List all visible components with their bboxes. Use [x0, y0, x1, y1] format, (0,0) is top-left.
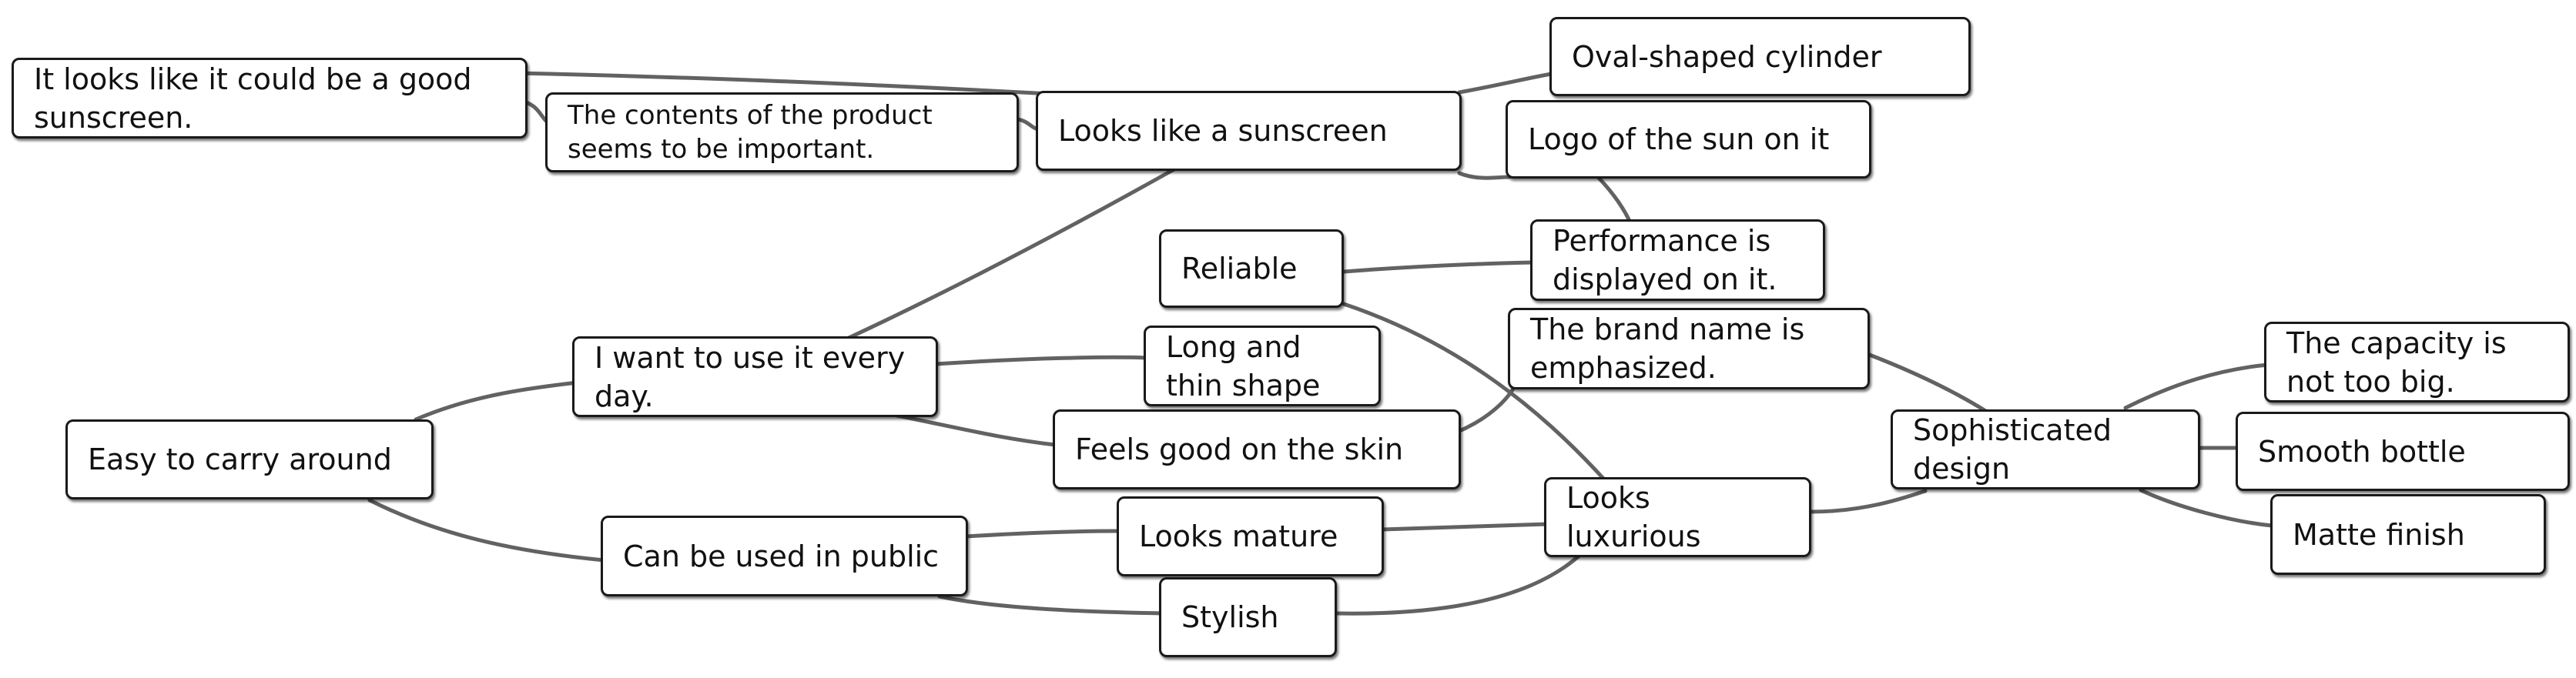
node-reliable-label: Reliable	[1181, 252, 1298, 286]
node-stylish[interactable]: Stylish	[1159, 577, 1337, 657]
edge-logo-performance	[1592, 171, 1631, 222]
node-easy-carry-label: Easy to carry around	[88, 443, 392, 476]
edge-stylish-luxurious	[1334, 550, 1585, 616]
node-use-every-day-label: I want to use it every day.	[595, 340, 906, 413]
node-smooth-bottle-label: Smooth bottle	[2258, 434, 2466, 469]
edge-public-mature	[964, 529, 1123, 539]
edge-brand-sophisticated	[1865, 352, 1989, 414]
node-feels-good-label: Feels good on the skin	[1075, 433, 1404, 466]
edge-easycarry-public	[367, 498, 607, 563]
edge-good-sunscreen-looks-sunscreen	[515, 71, 1096, 99]
node-oval-cylinder[interactable]: Oval-shaped cylinder	[1549, 17, 1971, 96]
node-looks-like-sunscreen[interactable]: Looks like a sunscreen	[1036, 91, 1462, 171]
edge-luxurious-sophisticated	[1807, 489, 1928, 514]
node-sophisticated-design-label: Sophisticated design	[1913, 413, 2112, 486]
node-looks-mature[interactable]: Looks mature	[1117, 496, 1384, 576]
node-logo-sun[interactable]: Logo of the sun on it	[1506, 100, 1871, 179]
node-looks-mature-label: Looks mature	[1139, 519, 1338, 553]
node-capacity-not-big-label: The capacity is not too big.	[2286, 326, 2507, 399]
node-sophisticated-design[interactable]: Sophisticated design	[1891, 409, 2200, 489]
edge-sophisticated-capacity	[2123, 362, 2270, 410]
node-looks-luxurious-label: Looks luxurious	[1566, 481, 1701, 553]
node-contents-important-label: The contents of the product seems to be …	[568, 100, 933, 165]
node-performance-displayed-label: Performance is displayed on it.	[1553, 224, 1777, 296]
node-easy-carry[interactable]: Easy to carry around	[65, 419, 434, 499]
edge-reliable-luxurious	[1342, 302, 1608, 483]
node-reliable[interactable]: Reliable	[1159, 229, 1344, 308]
edge-mature-luxurious	[1380, 522, 1550, 532]
node-feels-good[interactable]: Feels good on the skin	[1053, 409, 1461, 489]
node-brand-emphasized[interactable]: The brand name is emphasized.	[1508, 308, 1870, 389]
edge-sophisticated-matte	[2139, 488, 2274, 528]
node-looks-like-sunscreen-label: Looks like a sunscreen	[1058, 114, 1388, 148]
edge-easycarry-everyday	[414, 380, 580, 422]
node-performance-displayed[interactable]: Performance is displayed on it.	[1530, 219, 1825, 301]
node-oval-cylinder-label: Oval-shaped cylinder	[1572, 39, 1882, 74]
node-matte-finish-label: Matte finish	[2293, 517, 2465, 552]
node-good-sunscreen-label: It looks like it could be a good sunscre…	[34, 62, 472, 135]
node-good-sunscreen[interactable]: It looks like it could be a good sunscre…	[12, 58, 528, 139]
node-used-in-public[interactable]: Can be used in public	[601, 516, 968, 596]
node-looks-luxurious[interactable]: Looks luxurious	[1544, 477, 1811, 557]
edge-public-stylish	[937, 594, 1165, 616]
node-capacity-not-big[interactable]: The capacity is not too big.	[2264, 322, 2570, 402]
node-long-thin-label: Long and thin shape	[1166, 329, 1321, 402]
node-long-thin[interactable]: Long and thin shape	[1144, 326, 1381, 406]
node-contents-important[interactable]: The contents of the product seems to be …	[545, 92, 1019, 172]
node-logo-sun-label: Logo of the sun on it	[1528, 122, 1830, 156]
node-use-every-day[interactable]: I want to use it every day.	[572, 336, 938, 417]
node-used-in-public-label: Can be used in public	[623, 539, 940, 573]
edge-everyday-feelsgood	[895, 413, 1057, 447]
edge-looks-sunscreen-oval	[1457, 72, 1554, 95]
edge-looks-sunscreen-logo	[1457, 171, 1512, 180]
edge-looks-sunscreen-everyday	[845, 165, 1181, 341]
node-brand-emphasized-label: The brand name is emphasized.	[1530, 312, 1805, 385]
edge-reliable-performance	[1342, 260, 1535, 274]
node-stylish-label: Stylish	[1181, 600, 1279, 634]
edge-everyday-longthin	[933, 355, 1150, 366]
node-smooth-bottle[interactable]: Smooth bottle	[2236, 412, 2570, 491]
node-matte-finish[interactable]: Matte finish	[2270, 494, 2546, 575]
